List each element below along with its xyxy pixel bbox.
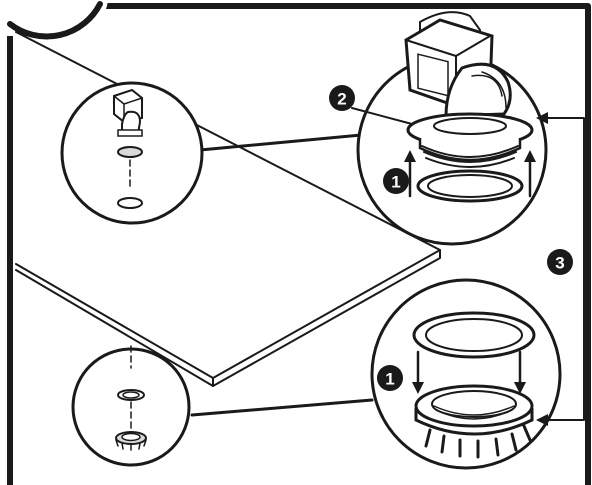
callout-step-1-top-label: 1 (391, 173, 400, 192)
detail-circle-bottom (73, 346, 189, 465)
detail-circle-top (62, 83, 202, 223)
zoom-circle-fitting (352, 12, 546, 244)
fitting-flange (408, 114, 532, 167)
callout-step-3: 3 (547, 249, 573, 275)
mounting-hole (118, 198, 142, 208)
callout-step-1-bottom-label: 1 (385, 370, 394, 389)
large-gasket (418, 171, 522, 201)
callout-step-1-bottom: 1 (377, 365, 403, 391)
callout-step-2-label: 2 (337, 90, 346, 109)
callout-step-3-label: 3 (555, 254, 564, 273)
tabletop-panel (16, 32, 440, 386)
large-washer (414, 313, 534, 357)
callout-step-2: 2 (329, 85, 355, 111)
small-gasket-icon (118, 147, 142, 157)
callout-step-1-top: 1 (383, 168, 409, 194)
